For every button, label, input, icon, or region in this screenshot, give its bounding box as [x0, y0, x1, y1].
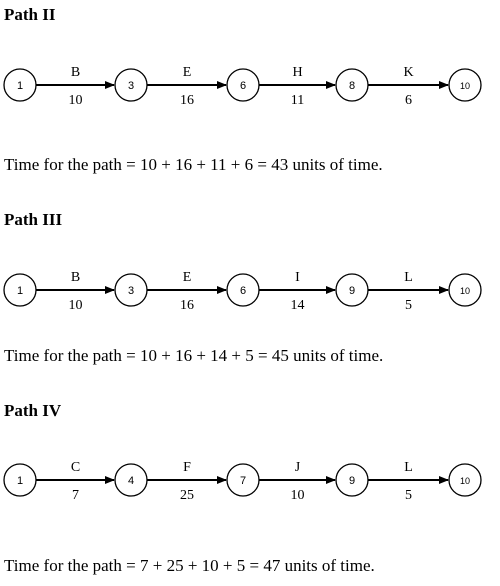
path-iv-heading: Path IV	[4, 401, 62, 420]
activity-label: C	[71, 460, 80, 475]
path-iii-network-diagram: B 10 E 16 I 14 L 5 1 3 6 9 10	[3, 270, 482, 313]
activity-label: E	[183, 270, 192, 285]
duration-label: 10	[291, 488, 305, 503]
event-node-circle	[448, 273, 482, 307]
duration-label: 5	[405, 298, 412, 313]
activity-label: K	[403, 65, 413, 80]
event-node-circle	[335, 273, 369, 307]
activity-label: F	[183, 460, 191, 475]
duration-label: 25	[180, 488, 194, 503]
path-iv-time-sentence: Time for the path = 7 + 25 + 10 + 5 = 47…	[4, 556, 375, 575]
event-node-label: 4	[128, 475, 134, 487]
event-node-label: 10	[460, 286, 470, 296]
activity-label: J	[295, 460, 301, 475]
path-ii-network-diagram: B 10 E 16 H 11 K 6 1 3 6 8 10	[3, 65, 482, 108]
path-ii-heading: Path II	[4, 5, 56, 24]
event-node-label: 7	[240, 475, 246, 487]
event-node-label: 9	[349, 285, 355, 297]
event-node-label: 3	[128, 80, 134, 92]
event-node-circle	[114, 273, 148, 307]
duration-label: 11	[291, 93, 304, 108]
event-node-label: 6	[240, 285, 246, 297]
event-node-label: 8	[349, 80, 355, 92]
event-node-label: 1	[17, 80, 23, 92]
event-node-circle	[3, 68, 37, 102]
activity-label: B	[71, 65, 80, 80]
event-node-circle	[3, 463, 37, 497]
activity-label: B	[71, 270, 80, 285]
duration-label: 10	[69, 298, 83, 313]
event-node-circle	[226, 68, 260, 102]
event-node-circle	[114, 463, 148, 497]
event-node-label: 6	[240, 80, 246, 92]
event-node-label: 10	[460, 81, 470, 91]
event-node-circle	[448, 463, 482, 497]
activity-label: L	[404, 460, 413, 475]
duration-label: 16	[180, 298, 194, 313]
path-iii-time-sentence: Time for the path = 10 + 16 + 14 + 5 = 4…	[4, 346, 384, 365]
activity-label: E	[183, 65, 192, 80]
event-node-circle	[114, 68, 148, 102]
event-node-label: 9	[349, 475, 355, 487]
event-node-circle	[226, 273, 260, 307]
path-ii-time-sentence: Time for the path = 10 + 16 + 11 + 6 = 4…	[4, 155, 383, 174]
duration-label: 14	[291, 298, 305, 313]
event-node-circle	[226, 463, 260, 497]
activity-label: I	[295, 270, 300, 285]
event-node-circle	[335, 68, 369, 102]
event-node-label: 10	[460, 476, 470, 486]
activity-label: L	[404, 270, 413, 285]
duration-label: 5	[405, 488, 412, 503]
activity-label: H	[292, 65, 302, 80]
event-node-circle	[448, 68, 482, 102]
event-node-circle	[335, 463, 369, 497]
duration-label: 16	[180, 93, 194, 108]
duration-label: 10	[69, 93, 83, 108]
event-node-label: 1	[17, 285, 23, 297]
event-node-label: 3	[128, 285, 134, 297]
duration-label: 6	[405, 93, 412, 108]
event-node-label: 1	[17, 475, 23, 487]
path-iv-network-diagram: C 7 F 25 J 10 L 5 1 4 7 9 10	[3, 460, 482, 503]
path-iii-heading: Path III	[4, 210, 63, 229]
event-node-circle	[3, 273, 37, 307]
duration-label: 7	[72, 488, 79, 503]
